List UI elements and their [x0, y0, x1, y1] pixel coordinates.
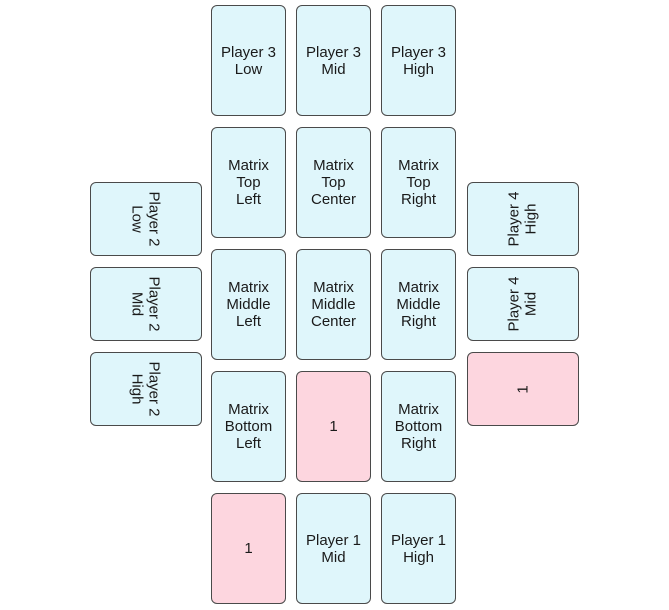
card-matrix-middle-right[interactable]: Matrix Middle Right — [381, 249, 456, 360]
card-label: Player 3 Mid — [305, 43, 362, 78]
card-player1-low[interactable]: 1 — [211, 493, 286, 604]
card-player4-mid[interactable]: Player 4 Mid — [467, 267, 579, 341]
card-label: Matrix Top Left — [228, 157, 269, 208]
card-player3-high[interactable]: Player 3 High — [381, 5, 456, 116]
card-label: Player 4 Mid — [506, 276, 540, 332]
card-matrix-bottom-right[interactable]: Matrix Bottom Right — [381, 371, 456, 482]
card-label: Player 3 High — [390, 43, 447, 78]
card-label: Matrix Top Right — [398, 157, 439, 208]
card-player1-high[interactable]: Player 1 High — [381, 493, 456, 604]
card-label: Player 1 High — [390, 531, 447, 566]
card-matrix-bottom-center[interactable]: 1 — [296, 371, 371, 482]
card-label: 1 — [329, 418, 338, 435]
card-label: Matrix Top Center — [310, 157, 357, 208]
card-player1-mid[interactable]: Player 1 Mid — [296, 493, 371, 604]
card-label: 1 — [244, 540, 253, 557]
card-matrix-middle-center[interactable]: Matrix Middle Center — [296, 249, 371, 360]
card-label: Player 2 High — [129, 361, 163, 417]
card-player2-mid[interactable]: Player 2 Mid — [90, 267, 202, 341]
card-player2-low[interactable]: Player 2 Low — [90, 182, 202, 256]
card-label: Player 4 High — [506, 191, 540, 247]
card-matrix-top-right[interactable]: Matrix Top Right — [381, 127, 456, 238]
card-matrix-top-center[interactable]: Matrix Top Center — [296, 127, 371, 238]
card-label: Matrix Middle Center — [310, 279, 357, 330]
card-matrix-top-left[interactable]: Matrix Top Left — [211, 127, 286, 238]
card-player3-low[interactable]: Player 3 Low — [211, 5, 286, 116]
card-label: Matrix Bottom Right — [394, 401, 443, 452]
card-player2-high[interactable]: Player 2 High — [90, 352, 202, 426]
card-player4-high[interactable]: Player 4 High — [467, 182, 579, 256]
card-label: Player 3 Low — [220, 43, 277, 78]
card-player3-mid[interactable]: Player 3 Mid — [296, 5, 371, 116]
card-label: Player 2 Mid — [129, 276, 163, 332]
card-label: Player 2 Low — [129, 191, 163, 247]
card-label: Matrix Bottom Left — [224, 401, 273, 452]
card-matrix-middle-left[interactable]: Matrix Middle Left — [211, 249, 286, 360]
card-label: 1 — [514, 384, 532, 394]
card-matrix-bottom-left[interactable]: Matrix Bottom Left — [211, 371, 286, 482]
card-label: Player 1 Mid — [305, 531, 362, 566]
card-label: Matrix Middle Right — [396, 279, 441, 330]
card-player4-low[interactable]: 1 — [467, 352, 579, 426]
card-label: Matrix Middle Left — [226, 279, 271, 330]
